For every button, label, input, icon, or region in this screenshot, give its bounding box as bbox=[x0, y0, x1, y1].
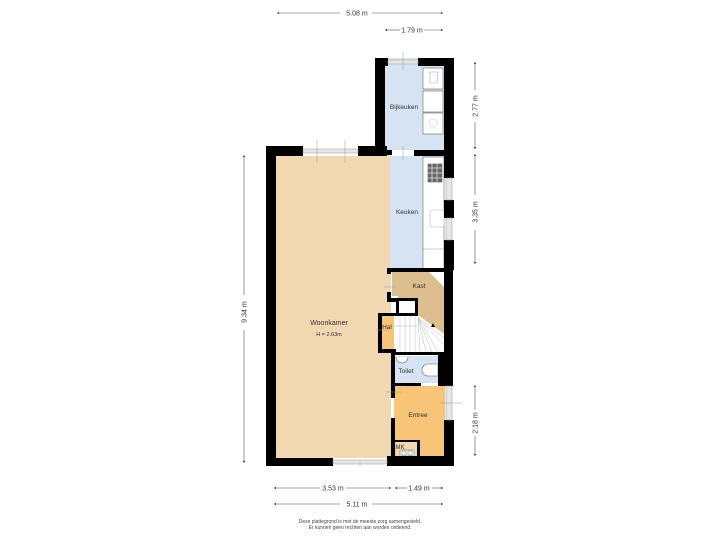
disclaimer-line-1: Deze plattegrond is met de meeste zorg s… bbox=[298, 519, 422, 525]
toilet-fixtures bbox=[395, 356, 439, 377]
dim-bottom-total: 5.11 m bbox=[347, 502, 368, 509]
window-woonkamer-top bbox=[302, 148, 359, 154]
room-fills bbox=[275, 58, 445, 458]
dim-right-top: 2.77 m bbox=[473, 95, 480, 117]
disclaimer: Deze plattegrond is met de meeste zorg s… bbox=[0, 519, 720, 531]
room-woonkamer[interactable] bbox=[275, 156, 391, 458]
dim-bottom-right: 1.49 m bbox=[408, 486, 430, 493]
mk-fixture bbox=[399, 449, 415, 457]
cooktop-icon bbox=[428, 164, 442, 182]
disclaimer-line-2: Er kunnen geen rechten aan worden ontlee… bbox=[308, 525, 412, 531]
dim-left-height: 9.34 m bbox=[242, 301, 249, 323]
label-hal: Hal bbox=[382, 324, 392, 331]
label-woonkamer-height: H = 2.63m bbox=[316, 332, 342, 338]
window-keuken-right-1 bbox=[445, 177, 453, 201]
dimension-lines bbox=[242, 11, 477, 506]
label-toilet: Toilet bbox=[398, 368, 413, 375]
window-tick-marks bbox=[316, 52, 462, 466]
label-keuken: Keuken bbox=[396, 209, 418, 216]
stair-direction-icon bbox=[431, 323, 435, 327]
stair-lines bbox=[394, 315, 445, 353]
label-mk: MK bbox=[396, 445, 405, 451]
label-kast: Kast bbox=[412, 283, 425, 290]
dim-bottom-left: 3.53 m bbox=[322, 486, 344, 493]
dim-right-middle: 3.35 m bbox=[473, 201, 480, 223]
bijkeuken-fixtures bbox=[422, 67, 444, 135]
dim-top-total: 5.08 m bbox=[346, 11, 368, 18]
dim-top-partial: 1.79 m bbox=[401, 28, 423, 35]
label-entree: Entree bbox=[408, 412, 428, 419]
dim-right-bottom: 2.18 m bbox=[473, 412, 480, 434]
walls bbox=[266, 58, 454, 466]
keuken-counter bbox=[422, 156, 445, 270]
room-hal[interactable] bbox=[382, 315, 394, 349]
window-keuken-right-2 bbox=[445, 217, 453, 241]
label-woonkamer: Woonkamer bbox=[310, 320, 348, 327]
label-bijkeuken: Bijkeuken bbox=[390, 104, 419, 111]
